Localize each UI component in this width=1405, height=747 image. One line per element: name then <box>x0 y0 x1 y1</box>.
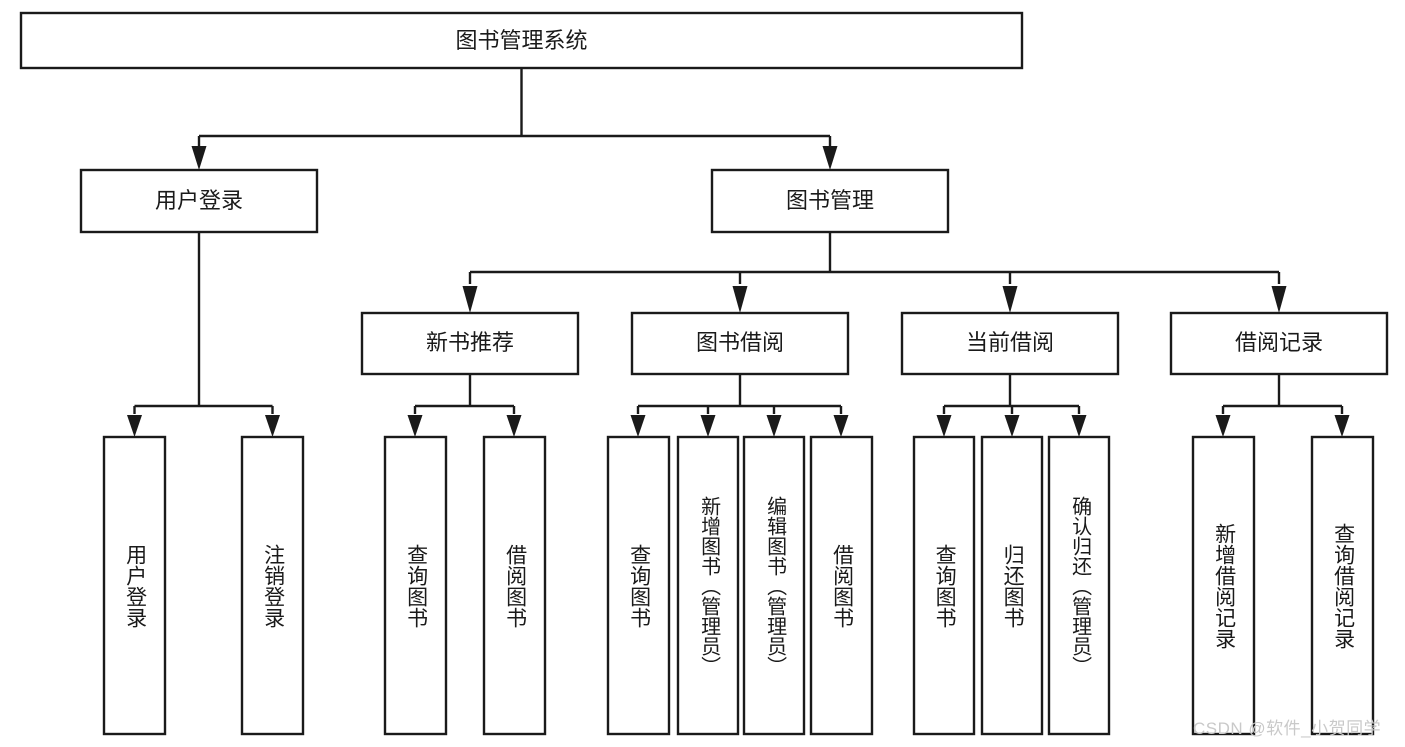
connector-book-borrow-to-leaves <box>630 374 849 437</box>
node-user-login[interactable] <box>79 168 319 234</box>
leaf-box-borrow-record-1[interactable] <box>1310 435 1375 736</box>
connector-root-to-level1 <box>191 68 838 170</box>
leaf-box-new-book-0[interactable] <box>383 435 448 736</box>
node-book-management[interactable] <box>710 168 950 234</box>
connector-user-login-to-leaves <box>127 232 280 437</box>
node-current-borrow[interactable] <box>900 311 1120 376</box>
leaf-box-current-borrow-0[interactable] <box>912 435 976 736</box>
connector-book-management-to-level2 <box>462 232 1287 313</box>
leaf-box-book-borrow-3[interactable] <box>809 435 874 736</box>
node-new-book-recommend[interactable] <box>360 311 580 376</box>
leaf-box-current-borrow-2[interactable] <box>1047 435 1111 736</box>
node-book-borrow[interactable] <box>630 311 850 376</box>
leaf-box-book-borrow-0[interactable] <box>606 435 671 736</box>
leaf-box-borrow-record-0[interactable] <box>1191 435 1256 736</box>
leaf-box-user-login-1[interactable] <box>240 435 305 736</box>
node-book-management-label: 图书管理 <box>786 188 874 213</box>
leaf-box-book-borrow-1[interactable] <box>676 435 740 736</box>
connector-borrow-record-to-leaves <box>1215 374 1350 437</box>
node-new-book-recommend-label: 新书推荐 <box>426 330 514 355</box>
node-current-borrow-label: 当前借阅 <box>966 330 1054 355</box>
node-book-borrow-label: 图书借阅 <box>696 330 784 355</box>
node-root-label: 图书管理系统 <box>455 28 587 53</box>
connector-current-borrow-to-leaves <box>936 374 1087 437</box>
leaf-box-book-borrow-2[interactable] <box>742 435 806 736</box>
leaf-box-new-book-1[interactable] <box>482 435 547 736</box>
connector-new-book-to-leaves <box>407 374 522 437</box>
csdn-watermark: CSDN @软件_小贺同学 <box>1193 719 1382 738</box>
node-user-login-label: 用户登录 <box>155 188 243 213</box>
leaf-box-user-login-0[interactable] <box>102 435 167 736</box>
node-borrow-record-label: 借阅记录 <box>1235 330 1323 355</box>
node-root[interactable] <box>19 11 1024 70</box>
node-borrow-record[interactable] <box>1169 311 1389 376</box>
leaf-box-current-borrow-1[interactable] <box>980 435 1044 736</box>
